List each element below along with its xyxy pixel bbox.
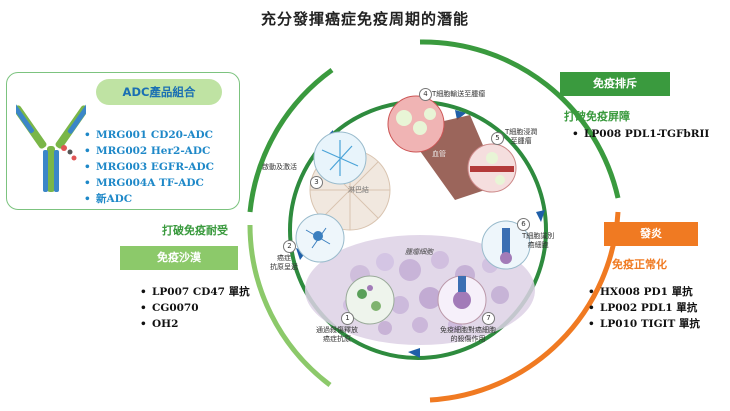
tumor-cells-label: 腫瘤細胞: [405, 248, 433, 256]
inflamed-ribbon: 發炎: [604, 222, 698, 246]
adc-item: 新ADC: [84, 191, 214, 207]
light-green-outer-arc: [247, 224, 332, 387]
step-number: 3: [310, 176, 323, 189]
step-number: 5: [491, 132, 504, 145]
cycle-arrow: [408, 348, 420, 358]
drug-item: LP007 CD47 單抗: [140, 284, 250, 300]
drug-item: LP002 PDL1 單抗: [588, 300, 700, 316]
adc-item: MRG002 Her2-ADC: [84, 143, 214, 159]
step-image-4: [387, 95, 445, 153]
green-outer-arc-top: [419, 39, 621, 199]
cycle-arrow: [536, 210, 545, 222]
lymph-node-label: 淋巴結: [348, 186, 369, 194]
vessel-label: 血管: [432, 150, 446, 158]
inflamed-drugs: HX008 PD1 單抗 LP002 PDL1 單抗 LP010 TIGIT 單…: [588, 284, 700, 332]
step-number: 6: [517, 218, 530, 231]
step-number: 4: [419, 88, 432, 101]
page-title: 充分發揮癌症免疫周期的潛能: [260, 10, 469, 28]
step-label: T細胞浸潤 至腫瘤: [505, 128, 538, 145]
step-image-2: [295, 213, 345, 263]
drug-item: LP008 PDL1-TGFbRII: [572, 126, 709, 142]
antibody-icon: [16, 102, 86, 192]
adc-heading: ADC產品組合: [96, 79, 222, 105]
step-image-1: [345, 275, 395, 325]
step-number: 7: [482, 312, 495, 325]
step-image-5: [467, 143, 517, 193]
break-barrier-label: 打破免疫屏障: [564, 110, 630, 123]
immune-desert-ribbon: 免疫沙漠: [120, 246, 238, 270]
step-number: 1: [341, 312, 354, 325]
step-label: T細胞輸送至腫瘤: [432, 90, 486, 98]
break-tolerance-label: 打破免疫耐受: [162, 224, 228, 237]
step-image-3: [313, 131, 367, 185]
drug-item: OH2: [140, 316, 250, 332]
step-image-7: [437, 275, 487, 325]
normalization-label: 免疫正常化: [612, 258, 667, 271]
immune-desert-drugs: LP007 CD47 單抗 CG0070 OH2: [140, 284, 250, 332]
step-image-6: [481, 220, 531, 270]
step-number: 2: [283, 240, 296, 253]
adc-item: MRG004A TF-ADC: [84, 175, 214, 191]
drug-item: HX008 PD1 單抗: [588, 284, 700, 300]
green-outer-arc-left: [247, 67, 334, 213]
drug-item: LP010 TIGIT 單抗: [588, 316, 700, 332]
step-label: 免疫細胞對癌細胞 的殺傷作用: [440, 326, 496, 343]
immune-exclusion-ribbon: 免疫排斥: [560, 72, 670, 96]
step-label: 通過殺傷釋放 癌症抗原: [316, 326, 358, 343]
adc-item: MRG001 CD20-ADC: [84, 127, 214, 143]
adc-product-list: MRG001 CD20-ADC MRG002 Her2-ADC MRG003 E…: [84, 127, 214, 207]
orange-outer-arc: [429, 211, 621, 403]
adc-item: MRG003 EGFR-ADC: [84, 159, 214, 175]
step-label: 癌症 抗原呈遞: [270, 254, 298, 271]
drug-item: CG0070: [140, 300, 250, 316]
immune-exclusion-drugs: LP008 PDL1-TGFbRII: [572, 126, 709, 142]
step-label: T細胞識別 癌細胞: [522, 232, 555, 249]
step-label: 啟動及激活: [262, 163, 297, 171]
cycle-arrow: [455, 110, 466, 120]
